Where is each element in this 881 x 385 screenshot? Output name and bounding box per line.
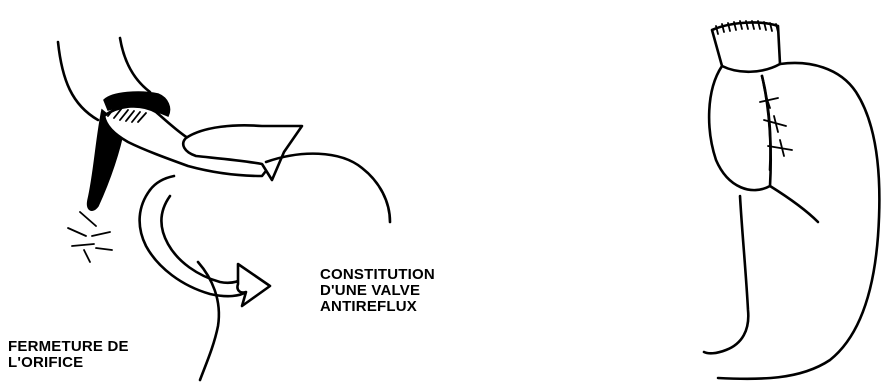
label-valve-line1: CONSTITUTION [320, 266, 435, 283]
curved-arrow-icon [182, 124, 304, 182]
label-antireflux-valve: CONSTITUTION D'UNE VALVE ANTIREFLUX [320, 267, 435, 315]
stump-hatched-edge [715, 20, 779, 35]
orifice-dark-edge [86, 108, 125, 211]
esophagus-left-wall [56, 40, 100, 122]
label-orifice-closure: FERMETURE DE L'ORIFICE [8, 339, 129, 371]
suture-stitch-icon [67, 211, 113, 263]
esophageal-stump [710, 21, 782, 74]
wrap-loop [138, 188, 248, 298]
esophagus-right-wall [118, 36, 152, 94]
stomach-greater-curvature [716, 61, 881, 381]
curved-arrow-icon [236, 262, 272, 308]
stomach-outline-left [264, 152, 392, 224]
label-valve-line3: ANTIREFLUX [320, 298, 417, 315]
right-figure-completed-valve [702, 20, 881, 381]
loop-top-curve [148, 174, 176, 192]
band-stitched-edge [107, 105, 147, 123]
wrapped-fundus [707, 64, 773, 192]
suture-stitch-icon [759, 95, 793, 157]
suture-line [760, 74, 772, 172]
label-orifice-line1: FERMETURE DE [8, 338, 129, 355]
stomach-lesser-curvature [768, 184, 820, 224]
stomach-inner-wall [702, 194, 750, 355]
left-figure-fundoplication-step [56, 36, 392, 382]
label-valve-line2: D'UNE VALVE [320, 282, 421, 299]
label-orifice-line2: L'ORIFICE [8, 354, 84, 371]
wrap-loop-inner [160, 194, 246, 285]
